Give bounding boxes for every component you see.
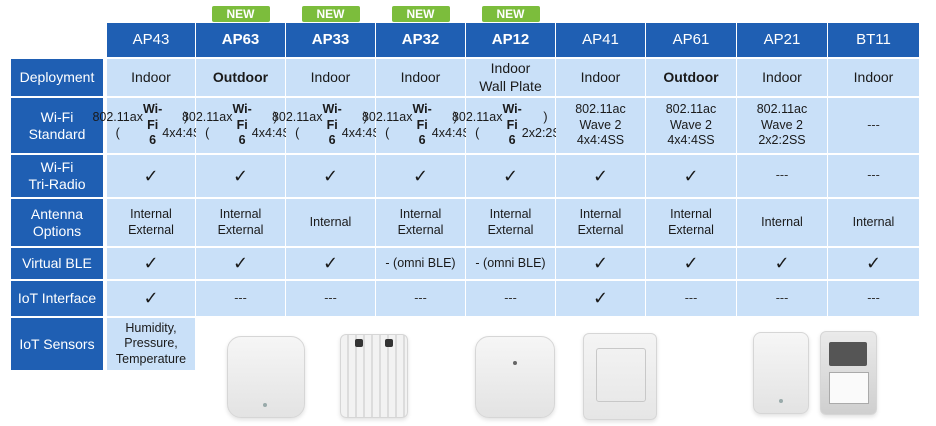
table-cell: Humidity,Pressure,Temperature bbox=[107, 318, 195, 370]
check-icon: ✓ bbox=[376, 155, 465, 197]
column-header-ap33: AP33 bbox=[286, 23, 375, 57]
ap63-photo bbox=[227, 336, 305, 418]
table-cell: Outdoor bbox=[196, 59, 285, 96]
table-cell: 802.11ax(Wi-Fi 6)4x4:4SS bbox=[182, 98, 299, 153]
table-cell: 802.11ax(Wi-Fi 6)2x2:2SS bbox=[452, 98, 569, 153]
column-header-ap41: AP41 bbox=[556, 23, 645, 57]
table-cell: --- bbox=[737, 281, 827, 316]
column-header-ap12: AP12 bbox=[466, 23, 555, 57]
table-cell: --- bbox=[376, 281, 465, 316]
table-cell: Indoor bbox=[828, 59, 919, 96]
column-header-ap63: AP63 bbox=[196, 23, 285, 57]
check-icon: ✓ bbox=[646, 155, 736, 197]
column-header-ap32: AP32 bbox=[376, 23, 465, 57]
table-cell: --- bbox=[646, 281, 736, 316]
column-header-ap61: AP61 bbox=[646, 23, 736, 57]
check-icon: ✓ bbox=[646, 248, 736, 279]
table-cell: Indoor bbox=[107, 59, 195, 96]
check-icon: ✓ bbox=[466, 155, 555, 197]
table-cell: - (omni BLE) bbox=[466, 248, 555, 279]
table-cell: --- bbox=[196, 281, 285, 316]
bt11-photo bbox=[820, 331, 877, 415]
check-icon: ✓ bbox=[107, 155, 195, 197]
table-cell: --- bbox=[828, 98, 919, 153]
column-header-ap21: AP21 bbox=[737, 23, 827, 57]
check-icon: ✓ bbox=[556, 281, 645, 316]
table-cell: - (omni BLE) bbox=[376, 248, 465, 279]
table-cell: Outdoor bbox=[646, 59, 736, 96]
check-icon: ✓ bbox=[828, 248, 919, 279]
column-header-bt11: BT11 bbox=[828, 23, 919, 57]
check-icon: ✓ bbox=[556, 155, 645, 197]
row-label: IoT Interface bbox=[11, 281, 103, 316]
table-cell: Internal bbox=[828, 199, 919, 246]
table-cell: Indoor bbox=[376, 59, 465, 96]
row-label: Virtual BLE bbox=[11, 248, 103, 279]
row-label: Deployment bbox=[11, 59, 103, 96]
table-cell: Indoor bbox=[737, 59, 827, 96]
table-cell: --- bbox=[286, 281, 375, 316]
new-badge: NEW bbox=[211, 6, 270, 22]
new-badge: NEW bbox=[481, 6, 540, 22]
check-icon: ✓ bbox=[286, 248, 375, 279]
check-icon: ✓ bbox=[107, 248, 195, 279]
check-icon: ✓ bbox=[196, 155, 285, 197]
table-cell: --- bbox=[737, 155, 827, 197]
check-icon: ✓ bbox=[556, 248, 645, 279]
check-icon: ✓ bbox=[196, 248, 285, 279]
table-cell: Indoor bbox=[286, 59, 375, 96]
ap32-photo bbox=[475, 336, 555, 418]
check-icon: ✓ bbox=[107, 281, 195, 316]
column-header-ap43: AP43 bbox=[107, 23, 195, 57]
table-cell: Indoor bbox=[556, 59, 645, 96]
new-badge: NEW bbox=[391, 6, 450, 22]
row-label: IoT Sensors bbox=[11, 318, 103, 370]
check-icon: ✓ bbox=[286, 155, 375, 197]
table-cell: --- bbox=[466, 281, 555, 316]
table-cell: Internal bbox=[737, 199, 827, 246]
table-cell: Internal bbox=[286, 199, 375, 246]
new-badge: NEW bbox=[301, 6, 360, 22]
check-icon: ✓ bbox=[737, 248, 827, 279]
ap12-photo bbox=[583, 333, 657, 420]
table-cell: --- bbox=[828, 155, 919, 197]
ap21-photo bbox=[753, 332, 809, 414]
table-cell: --- bbox=[828, 281, 919, 316]
ap33-photo bbox=[340, 334, 408, 418]
